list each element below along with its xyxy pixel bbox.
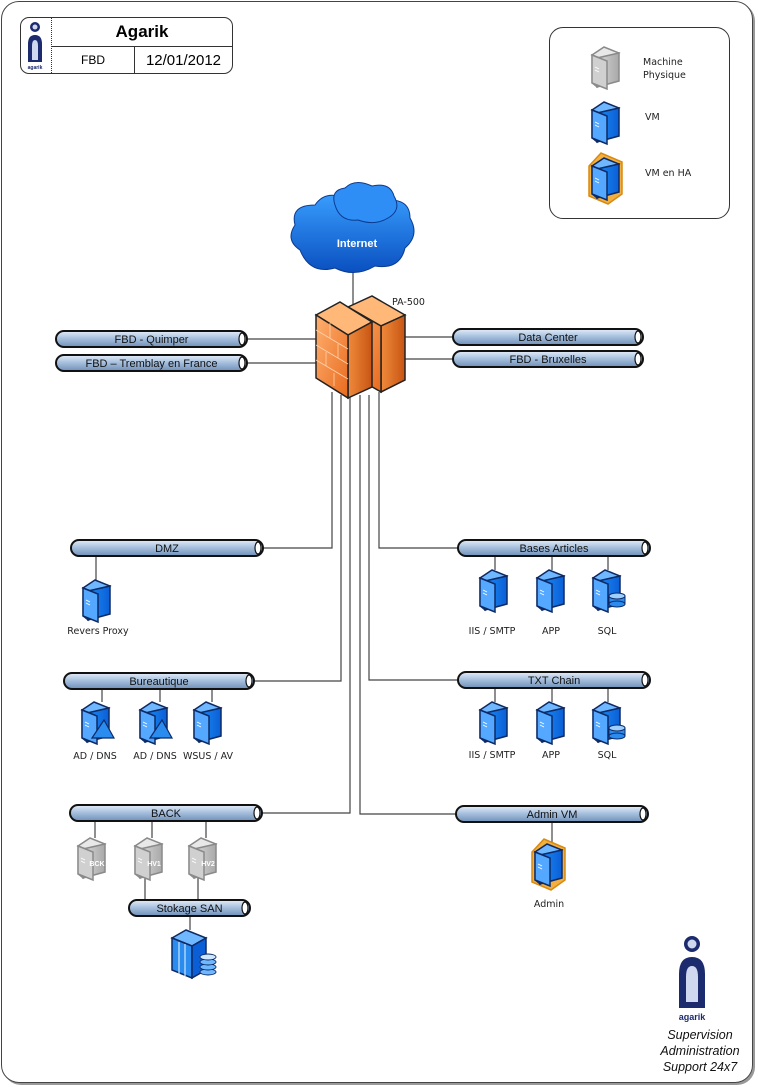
footer-line-support: Support 24x7 <box>662 1060 738 1074</box>
footer-services: Supervision Administration Support 24x7 <box>640 1027 758 1075</box>
network-label: Data Center <box>518 332 578 344</box>
server-label: APP <box>542 750 560 761</box>
server-wsus-av-icon <box>192 701 223 746</box>
network-bus-bruxelles: FBD - Bruxelles <box>452 350 644 368</box>
legend-label-ha-vm: VM en HA <box>645 168 692 179</box>
network-bus-txt-chain: TXT Chain <box>457 671 651 689</box>
server-ad-dns-2-icon <box>138 701 174 746</box>
server-label: AD / DNS <box>133 751 177 762</box>
network-label: Admin VM <box>527 809 578 821</box>
server-label: SQL <box>598 626 618 637</box>
server-hv1-icon: HV1 <box>133 837 164 882</box>
san-storage-icon <box>170 929 217 980</box>
server-tag: HV1 <box>147 861 161 868</box>
internet-label: Internet <box>337 238 378 250</box>
server-label: Admin <box>534 899 564 910</box>
server-label: Revers Proxy <box>67 626 129 637</box>
footer-line-supervision: Supervision <box>667 1028 733 1042</box>
server-iis-smtp-2-icon <box>478 701 509 746</box>
network-label: BACK <box>151 808 182 820</box>
network-label: Bases Articles <box>519 543 589 555</box>
network-label: TXT Chain <box>528 675 580 687</box>
server-app-1-icon <box>535 569 566 614</box>
network-bus-quimper: FBD - Quimper <box>55 330 248 348</box>
server-bck-icon: BCK <box>76 837 107 882</box>
network-label: FBD - Quimper <box>115 334 189 346</box>
network-bus-san: Stokage SAN <box>128 899 251 917</box>
footer-logo-text: agarik <box>679 1012 707 1022</box>
network-bus-bases-articles: Bases Articles <box>457 539 651 557</box>
legend-label-physical: Machine Physique <box>643 56 686 82</box>
network-bus-bureautique: Bureautique <box>63 672 255 690</box>
network-label: FBD - Bruxelles <box>509 354 587 366</box>
agarik-logo-small: agarik <box>21 18 52 73</box>
title-block: agarik Agarik FBD 12/01/2012 <box>20 17 233 74</box>
network-label: Bureautique <box>129 676 188 688</box>
physical-server-icon <box>590 46 621 91</box>
server-sql-2-icon <box>591 701 626 746</box>
internet-cloud-icon: Internet <box>290 182 415 273</box>
diagram-date: 12/01/2012 <box>145 52 222 69</box>
legend-box <box>549 27 730 219</box>
client-name: FBD <box>52 47 135 73</box>
network-bus-back: BACK <box>69 804 263 822</box>
server-tag: BCK <box>89 861 104 868</box>
ha-vm-server-icon <box>588 152 623 205</box>
legend-label-vm: VM <box>645 112 660 123</box>
network-bus-dmz: DMZ <box>70 539 264 557</box>
server-label: IIS / SMTP <box>469 626 516 637</box>
server-hv2-icon: HV2 <box>187 837 218 882</box>
network-bus-tremblay: FBD – Tremblay en France <box>55 354 248 372</box>
legend-label-line: Physique <box>643 70 686 81</box>
network-label: DMZ <box>155 543 179 555</box>
network-label: Stokage SAN <box>156 903 222 915</box>
vm-server-icon <box>590 101 621 146</box>
server-tag: HV2 <box>201 861 215 868</box>
server-ad-dns-1-icon <box>80 701 116 746</box>
network-bus-datacenter: Data Center <box>452 328 644 346</box>
company-name: Agarik <box>52 18 232 47</box>
firewall-label: PA-500 <box>392 297 425 308</box>
logo-text: agarik <box>28 65 43 71</box>
agarik-logo-large: agarik <box>679 936 707 1022</box>
footer-line-administration: Administration <box>660 1044 740 1058</box>
server-label: WSUS / AV <box>183 751 234 762</box>
server-app-2-icon <box>535 701 566 746</box>
server-label: AD / DNS <box>73 751 117 762</box>
server-label: IIS / SMTP <box>469 750 516 761</box>
server-label: SQL <box>598 750 618 761</box>
server-sql-1-icon <box>591 569 626 614</box>
legend-label-line: Machine <box>643 57 683 68</box>
firewall-icon: PA-500 <box>314 295 425 400</box>
server-revers-proxy-icon <box>81 579 112 624</box>
server-iis-smtp-1-icon <box>478 569 509 614</box>
network-label: FBD – Tremblay en France <box>85 358 217 370</box>
connection-lines <box>94 270 609 930</box>
server-label: APP <box>542 626 560 637</box>
server-admin-icon <box>531 838 566 891</box>
network-bus-admin-vm: Admin VM <box>455 805 649 823</box>
